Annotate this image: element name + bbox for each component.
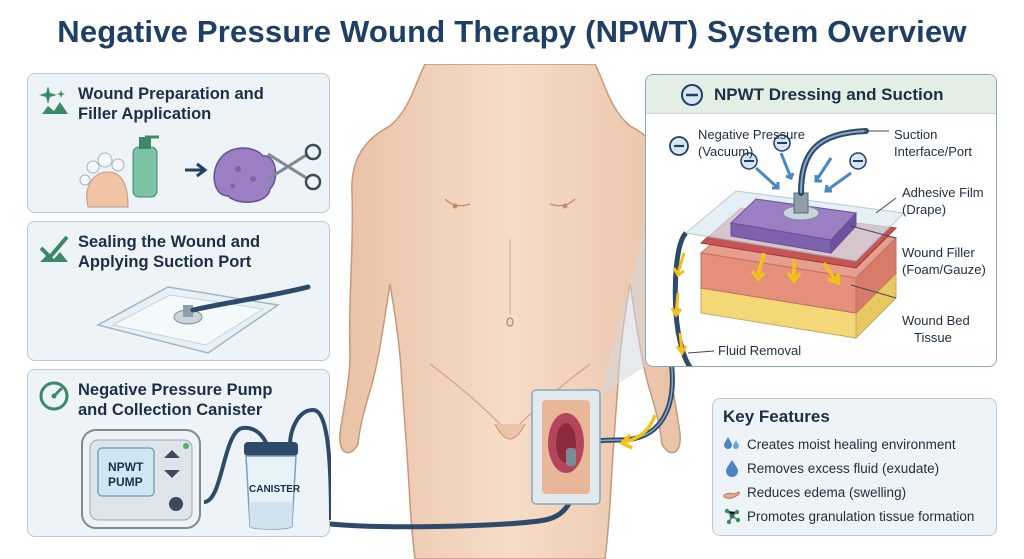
gauge-icon bbox=[39, 381, 69, 411]
drop-icon bbox=[726, 460, 738, 477]
step-panel-preparation: Wound Preparation and Filler Application bbox=[27, 73, 330, 213]
step-panel-pump: Negative Pressure Pump and Collection Ca… bbox=[27, 369, 331, 537]
callout-title: NPWT Dressing and Suction bbox=[714, 85, 944, 104]
pump-tubing bbox=[203, 407, 331, 521]
feature-text: Reduces edema (swelling) bbox=[747, 484, 907, 500]
pump-label-line2: PUMP bbox=[108, 475, 143, 489]
film-port-illustration bbox=[95, 284, 311, 354]
label-filler-2: (Foam/Gauze) bbox=[902, 262, 986, 277]
arrow-right-icon bbox=[185, 162, 208, 178]
label-suction-2: Interface/Port bbox=[894, 144, 973, 159]
feature-item: Creates moist healing environment bbox=[723, 435, 956, 453]
minus-circle-icon bbox=[681, 84, 703, 106]
feature-text: Creates moist healing environment bbox=[747, 436, 956, 452]
step-panel-sealing: Sealing the Wound and Applying Suction P… bbox=[27, 221, 330, 361]
step-title-line2: and Collection Canister bbox=[78, 401, 263, 419]
step-title-line2: Applying Suction Port bbox=[78, 253, 252, 271]
foam-scissors-illustration bbox=[213, 143, 322, 203]
label-negative-pressure-1: Negative Pressure bbox=[698, 127, 805, 142]
step-title-line1: Negative Pressure Pump bbox=[78, 381, 273, 399]
feature-item: Removes excess fluid (exudate) bbox=[723, 459, 939, 477]
check-icon bbox=[39, 235, 69, 262]
sparkle-icon bbox=[39, 86, 68, 114]
feature-item: Promotes granulation tissue formation bbox=[723, 507, 974, 525]
droplets-icon bbox=[724, 437, 739, 449]
label-film-2: (Drape) bbox=[902, 202, 947, 217]
features-title: Key Features bbox=[723, 407, 830, 426]
label-negative-pressure-2: (Vacuum) bbox=[698, 144, 754, 159]
step-title-line1: Sealing the Wound and bbox=[78, 233, 261, 251]
label-bed-2: Tissue bbox=[914, 330, 952, 345]
feature-text: Removes excess fluid (exudate) bbox=[747, 460, 940, 476]
pump-device bbox=[81, 429, 201, 529]
fluid-arrow-to-dressing bbox=[619, 414, 657, 450]
dressing-callout: NPWT Dressing and Suction bbox=[645, 74, 997, 367]
minus-circle-icon bbox=[669, 136, 689, 156]
collection-canister bbox=[244, 442, 298, 530]
hand-washing-illustration bbox=[79, 135, 159, 208]
page-title: Negative Pressure Wound Therapy (NPWT) S… bbox=[57, 14, 967, 49]
feature-text: Promotes granulation tissue formation bbox=[747, 508, 975, 524]
step-title-line2: Filler Application bbox=[78, 105, 212, 123]
label-bed-1: Wound Bed bbox=[902, 313, 970, 328]
feature-item: Reduces edema (swelling) bbox=[723, 483, 906, 501]
label-suction-1: Suction bbox=[894, 127, 938, 142]
key-features-panel: Key Features Creates moist healing envir… bbox=[712, 398, 997, 536]
molecule-icon bbox=[724, 508, 741, 525]
label-filler-1: Wound Filler bbox=[902, 245, 975, 260]
pump-label-line1: NPWT bbox=[108, 460, 144, 474]
callout-header bbox=[646, 75, 996, 114]
step-title-line1: Wound Preparation and bbox=[78, 85, 264, 103]
canister-label: CANISTER bbox=[249, 484, 301, 495]
thigh-dressing bbox=[531, 389, 601, 505]
label-film-1: Adhesive Film bbox=[902, 185, 984, 200]
label-fluid-removal: Fluid Removal bbox=[718, 343, 802, 358]
hand-icon bbox=[723, 491, 740, 499]
dressing-cross-section bbox=[670, 128, 906, 366]
